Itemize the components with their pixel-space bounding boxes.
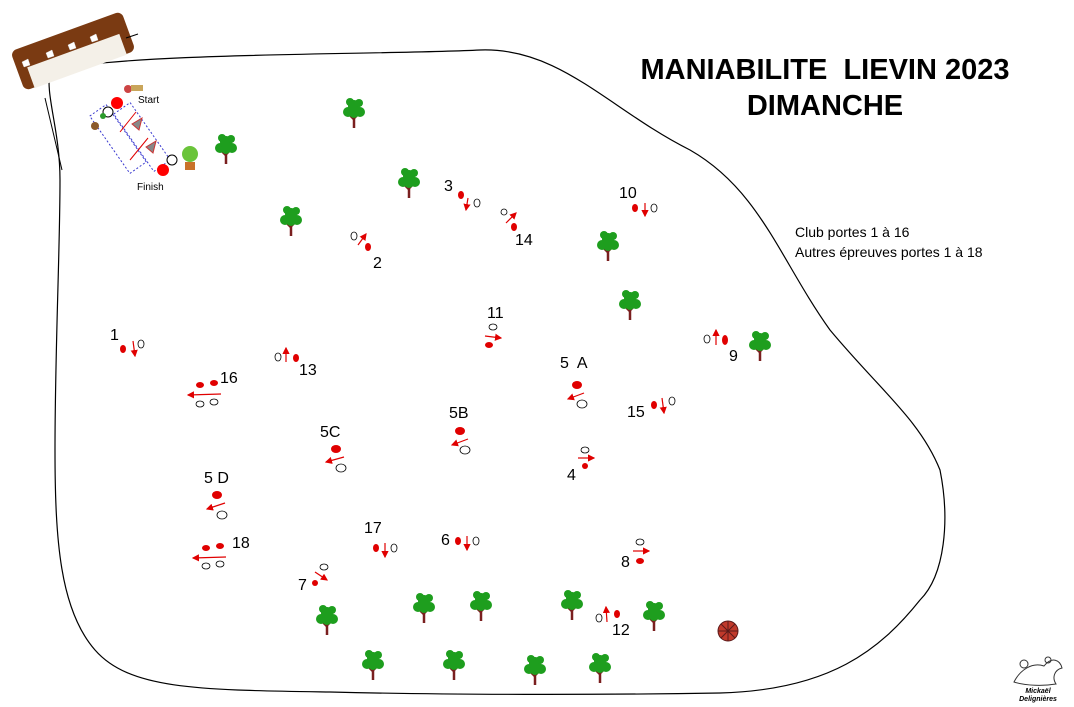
gate-label-2: 2 (373, 255, 382, 272)
info-text: Club portes 1 à 16 Autres épreuves porte… (795, 222, 983, 262)
info-line-2: Autres épreuves portes 1 à 18 (795, 244, 983, 260)
station-board (12, 12, 139, 90)
gate-9 (703, 328, 728, 345)
tree-icon (587, 651, 613, 685)
tree-icon (441, 648, 467, 682)
gate-label-13: 13 (299, 362, 317, 379)
tree-icon (411, 591, 437, 625)
gate-3 (458, 191, 481, 212)
author-credit: Mickaël Delignières (1010, 688, 1066, 704)
tree-icon (559, 588, 585, 622)
gate-17 (373, 543, 398, 559)
title-line-2: DIMANCHE (746, 90, 904, 122)
author-logo (1013, 656, 1063, 686)
gate-5a (566, 381, 588, 409)
gate-11 (484, 323, 503, 348)
gate-4 (578, 446, 596, 469)
tree-icon (595, 229, 621, 263)
tree-icon (641, 599, 667, 633)
start-finish-area (89, 85, 198, 176)
gate-label-5c: 5C (320, 424, 341, 441)
gate-label-4: 4 (567, 467, 576, 484)
credit-line-2: Delignières (1019, 696, 1057, 703)
tree-icon (314, 603, 340, 637)
gate-14 (500, 208, 517, 231)
gate-label-1: 1 (110, 327, 119, 344)
gate-label-17: 17 (364, 520, 382, 537)
gate-5d (205, 491, 228, 520)
credit-line-1: Mickaël (1025, 688, 1051, 695)
gate-label-11: 11 (487, 305, 504, 322)
gate-label-7: 7 (298, 577, 307, 594)
info-line-1: Club portes 1 à 16 (795, 224, 910, 240)
gate-label-9: 9 (729, 348, 738, 365)
tree-icon (278, 204, 304, 238)
gate-1 (120, 339, 145, 358)
gate-13 (274, 346, 299, 362)
gate-label-12: 12 (612, 622, 630, 639)
gate-5b (450, 427, 471, 455)
tree-icon (468, 589, 494, 623)
gate-label-5b: 5B (449, 405, 469, 422)
gate-6 (455, 536, 480, 552)
tree-icon (522, 653, 548, 687)
gate-label-8: 8 (621, 554, 630, 571)
gate-16 (186, 380, 222, 408)
gate-label-15: 15 (627, 404, 645, 421)
gate-15 (651, 396, 676, 415)
field-boundary (48, 49, 946, 695)
start-label: Start (138, 95, 160, 106)
page-title: MANIABILITE LIEVIN 2023 DIMANCHE (600, 52, 1050, 124)
gate-10 (632, 203, 658, 218)
title-line-1: MANIABILITE LIEVIN 2023 (640, 54, 1010, 86)
gate-7 (312, 563, 329, 586)
gate-label-16: 16 (220, 370, 238, 387)
umbrella-icon (717, 620, 739, 642)
gate-label-5a: 5 A (560, 355, 588, 372)
tree-icon (617, 288, 643, 322)
gate-label-3: 3 (444, 178, 453, 195)
gate-label-5d: 5 D (204, 470, 229, 487)
gate-5c (324, 445, 347, 473)
gate-label-18: 18 (232, 535, 250, 552)
gate-18 (191, 543, 227, 570)
tree-icon (747, 329, 773, 363)
gate-12 (595, 605, 620, 623)
gate-label-10: 10 (619, 185, 637, 202)
tree-icon (213, 132, 239, 166)
tree-icon (360, 648, 386, 682)
gate-8 (633, 538, 651, 564)
gate-label-14: 14 (515, 232, 533, 249)
board-pole (44, 97, 63, 171)
tree-icon (341, 96, 367, 130)
gate-label-6: 6 (441, 532, 450, 549)
gate-2 (350, 231, 371, 251)
tree-icon (396, 166, 422, 200)
finish-label: Finish (137, 182, 164, 193)
